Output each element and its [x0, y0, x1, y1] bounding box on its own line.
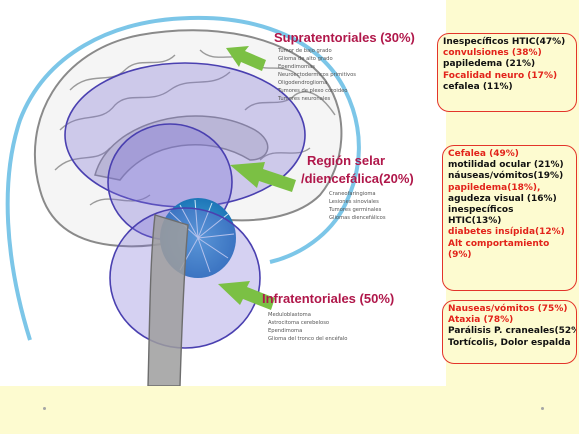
symptom-line: Inespecíficos HTIC(47%) — [443, 37, 571, 48]
symptom-line: Nauseas/vómitos (75%) — [448, 304, 571, 315]
list-item: Astrocitoma cerebeloso — [268, 319, 347, 327]
list-item: Tumores neuronales — [278, 95, 356, 103]
infra-tumor-list: Meduloblastoma Astrocitoma cerebeloso Ep… — [268, 311, 347, 343]
symptom-line: náuseas/vómitos(19%) — [448, 171, 571, 182]
symptom-line: Tortícolis, Dolor espalda — [448, 338, 571, 349]
list-item: Craneofaringioma — [329, 190, 386, 198]
bullet-dot — [541, 407, 544, 410]
symptom-line: Cefalea (49%) — [448, 149, 571, 160]
symptom-line: Alt comportamiento — [448, 239, 571, 250]
list-item: Ependimoma — [268, 327, 347, 335]
list-item: Glioma del tronco del encéfalo — [268, 335, 347, 343]
symptom-line: Ataxia (78%) — [448, 315, 571, 326]
symptom-line: papiledema(18%), — [448, 183, 571, 194]
list-item: Glioma de alto grado — [278, 55, 356, 63]
brainstem — [148, 215, 188, 386]
supra-tumor-list: Tumor de bajo grado Glioma de alto grado… — [278, 47, 356, 103]
list-item: Tumores germinales — [329, 206, 386, 214]
supra-title: Supratentoriales (30%) — [274, 30, 415, 45]
list-item: Neuroectodermicos primitivos — [278, 71, 356, 79]
symptom-line: (9%) — [448, 250, 571, 261]
symptom-line: cefalea (11%) — [443, 82, 571, 93]
symptom-line: HTIC(13%) — [448, 216, 571, 227]
brain-figure-panel: Supratentoriales (30%) Tumor de bajo gra… — [0, 0, 446, 386]
selar-symptoms-box: Cefalea (49%) motilidad ocular (21%) náu… — [442, 145, 577, 291]
selar-tumor-list: Craneofaringioma Lesiones sinoviales Tum… — [329, 190, 386, 222]
symptom-line: inespecíficos — [448, 205, 571, 216]
symptom-line: motilidad ocular (21%) — [448, 160, 571, 171]
list-item: Gliomas diencefálicos — [329, 214, 386, 222]
infra-title: Infratentoriales (50%) — [262, 291, 394, 306]
selar-title-line1: Región selar — [307, 153, 385, 168]
symptom-line: Focalidad neuro (17%) — [443, 71, 571, 82]
list-item: Tumores de plexo coroideo — [278, 87, 356, 95]
symptom-line: diabetes insípida(12%) — [448, 227, 571, 238]
symptom-line: agudeza visual (16%) — [448, 194, 571, 205]
list-item: Meduloblastoma — [268, 311, 347, 319]
symptom-line: convulsiones (38%) — [443, 48, 571, 59]
infra-symptoms-box: Nauseas/vómitos (75%) Ataxia (78%) Parál… — [442, 300, 577, 364]
list-item: Tumor de bajo grado — [278, 47, 356, 55]
supra-symptoms-box: Inespecíficos HTIC(47%) convulsiones (38… — [437, 33, 577, 112]
list-item: Oligodendroglioma — [278, 79, 356, 87]
symptom-line: Parálisis P. craneales(52%) — [448, 326, 571, 337]
list-item: Ependimomas — [278, 63, 356, 71]
selar-title-line2: /diencefálica(20%) — [301, 171, 414, 186]
symptom-line: papiledema (21%) — [443, 59, 571, 70]
bullet-dot — [43, 407, 46, 410]
list-item: Lesiones sinoviales — [329, 198, 386, 206]
